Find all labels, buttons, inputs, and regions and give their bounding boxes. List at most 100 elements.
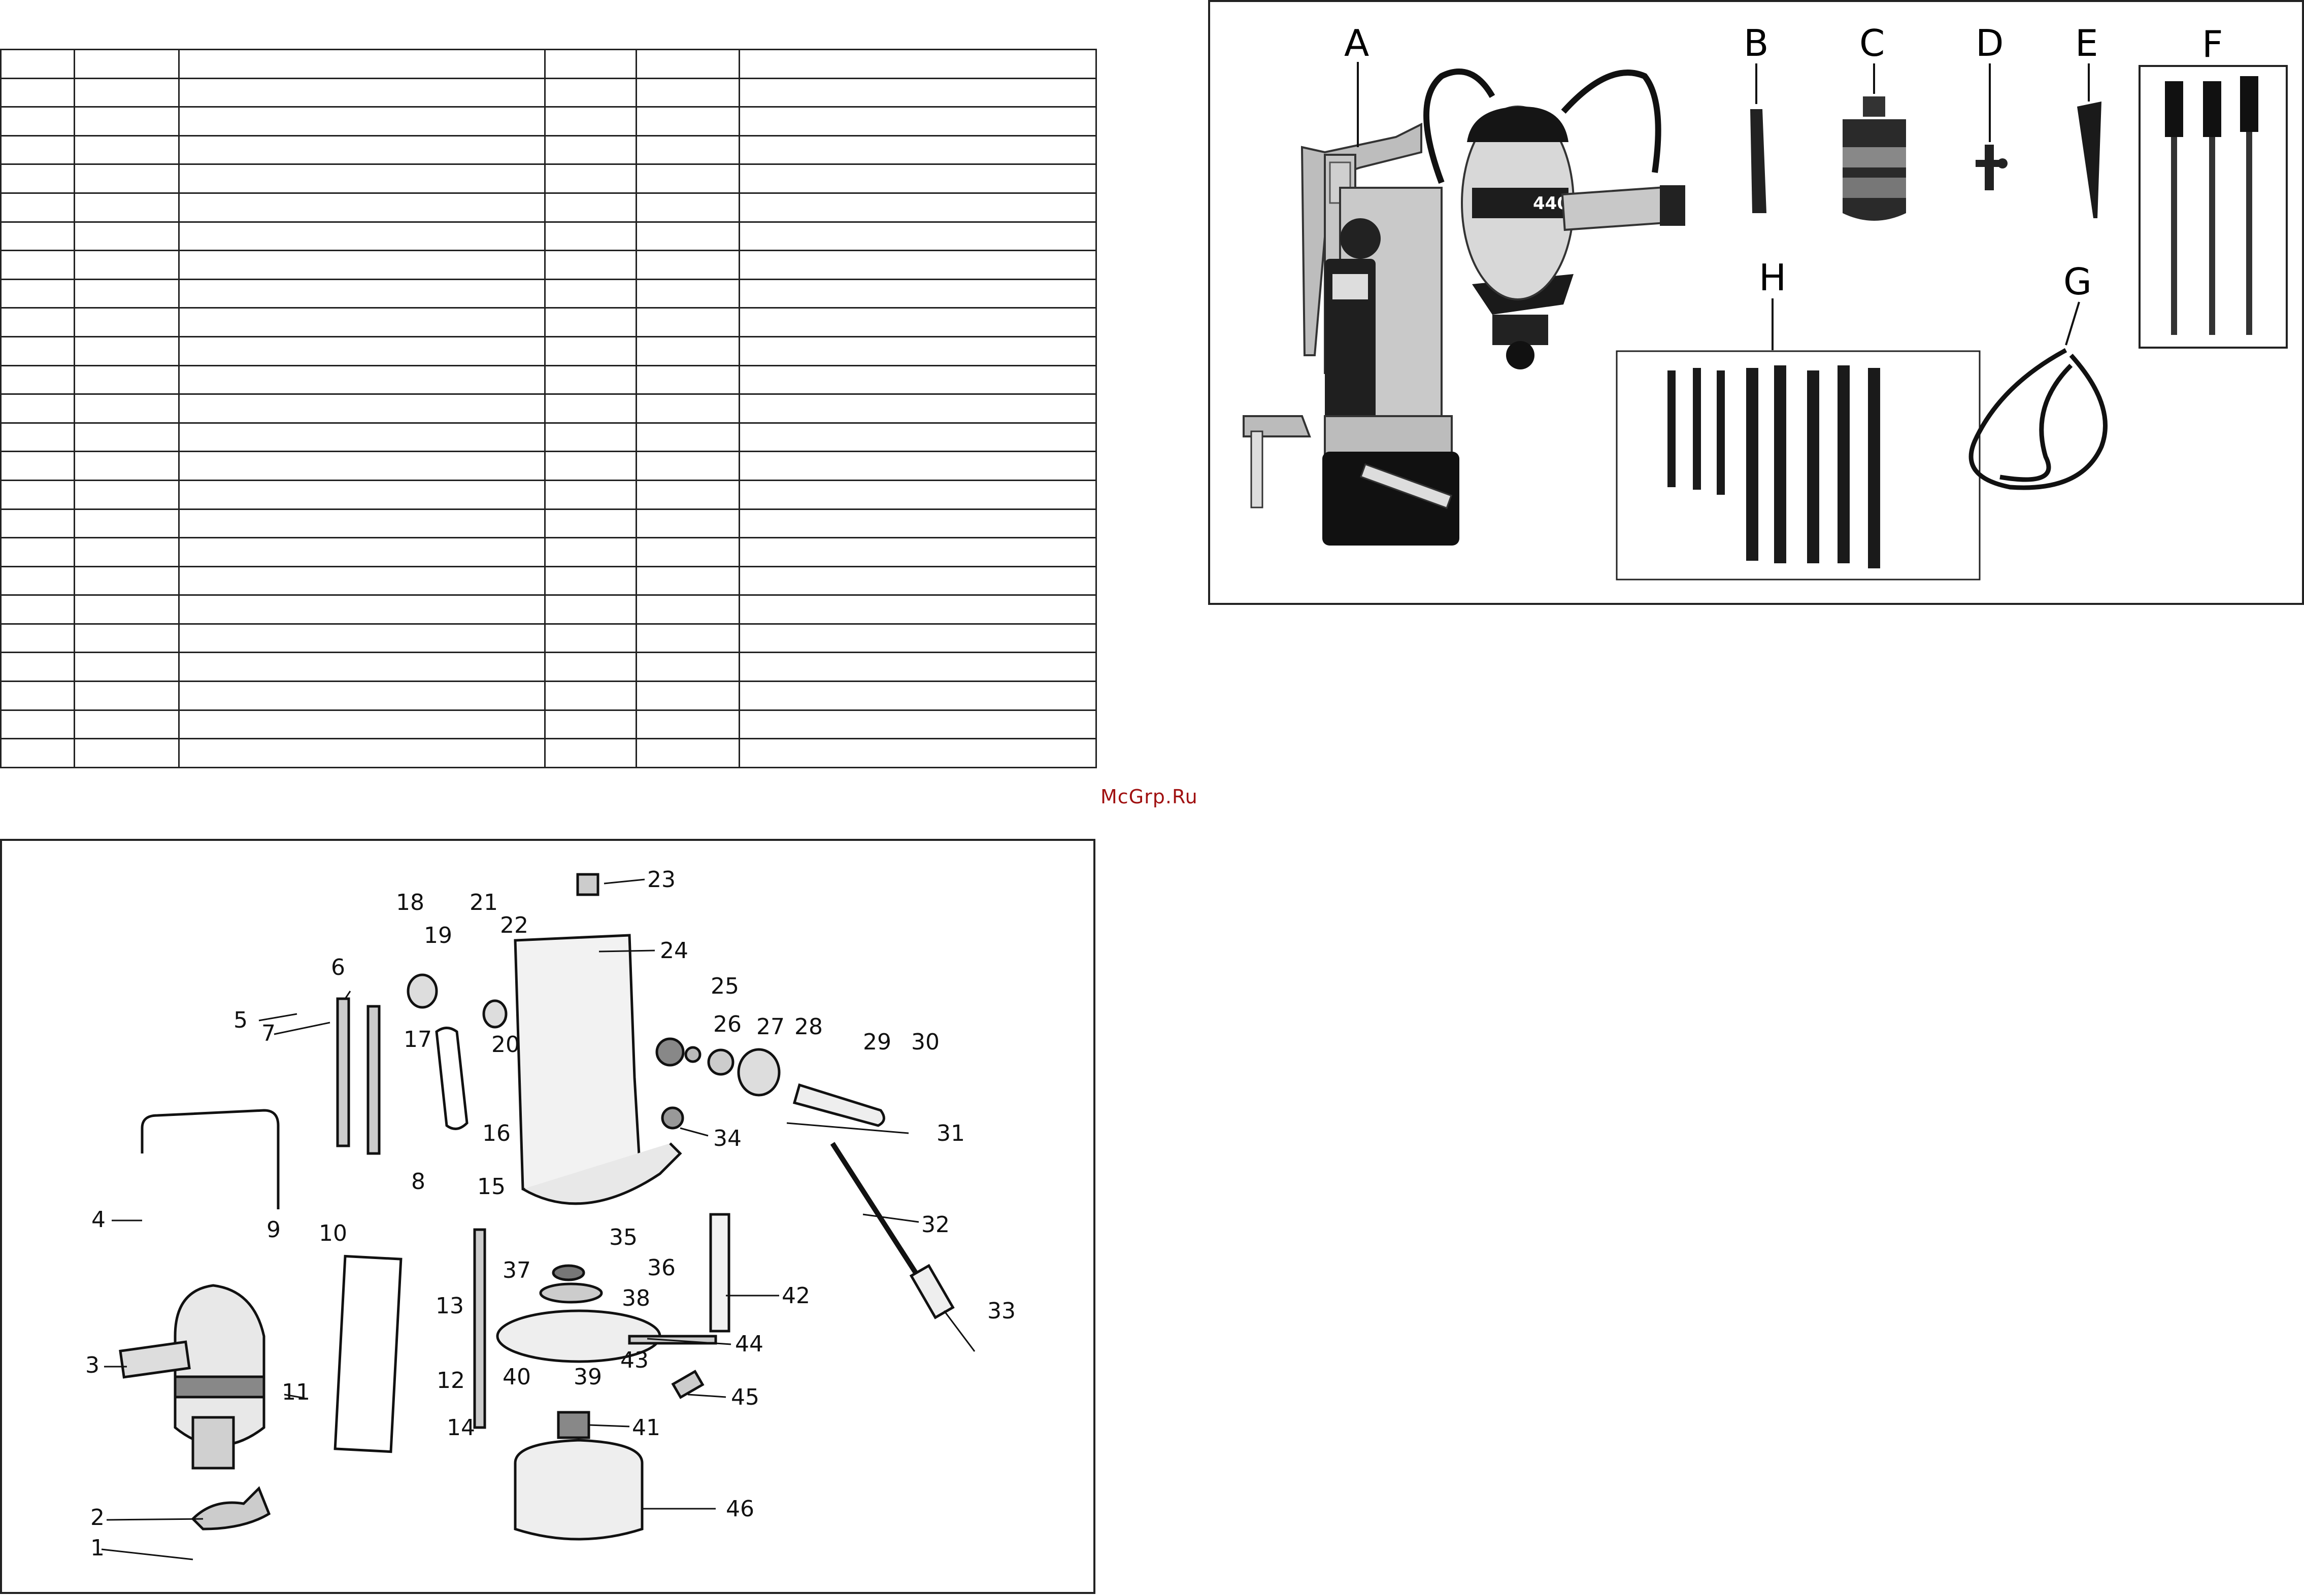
motor-band — [1472, 188, 1568, 218]
drill-chuck-icon — [1843, 96, 1906, 221]
table-row — [0, 335, 1097, 366]
table-cell — [636, 278, 740, 309]
table-cell — [0, 422, 75, 453]
part-3-handle — [119, 1340, 191, 1379]
power-cable-left — [1423, 69, 1495, 184]
table-cell — [636, 709, 740, 740]
table-cell — [544, 221, 637, 252]
table-cell — [0, 594, 75, 625]
table-cell — [636, 422, 740, 453]
label-d: D — [1976, 22, 2004, 64]
callout-7: 7 — [261, 1021, 276, 1046]
part-20-bush — [482, 999, 508, 1029]
callout-10: 10 — [319, 1220, 347, 1246]
part-4-handle — [141, 1109, 280, 1209]
table-row — [0, 250, 1097, 280]
table-cell — [636, 508, 740, 539]
callout-30: 30 — [911, 1029, 940, 1055]
table-cell — [0, 221, 75, 252]
table-cell — [178, 393, 546, 424]
table-cell — [74, 307, 180, 337]
table-cell — [0, 163, 75, 194]
table-cell — [74, 192, 180, 223]
table-cell — [178, 537, 546, 567]
table-row — [0, 451, 1097, 481]
callout-38: 38 — [622, 1285, 650, 1311]
table-cell — [74, 163, 180, 194]
leader-lines — [101, 878, 976, 1560]
table-cell — [74, 565, 180, 596]
callout-42: 42 — [782, 1283, 810, 1309]
table-cell — [636, 335, 740, 366]
table-cell — [739, 307, 1097, 337]
callout-40: 40 — [503, 1364, 531, 1390]
callout-23: 23 — [647, 867, 676, 893]
exploded-parts-diagram: 1 2 3 4 5 6 7 8 9 10 11 12 13 14 15 16 1… — [0, 839, 1095, 1594]
base-handle — [1360, 463, 1452, 509]
table-row — [0, 192, 1097, 223]
parts-table-body — [0, 49, 1097, 768]
table-cell — [544, 335, 637, 366]
magnetic-drill-machine: 440 — [1243, 69, 1685, 546]
table-cell — [178, 192, 546, 223]
table-cell — [178, 709, 546, 740]
table-cell — [178, 422, 546, 453]
label-e: E — [2075, 22, 2098, 64]
table-cell — [544, 134, 637, 165]
table-row — [0, 307, 1097, 337]
table-cell — [544, 537, 637, 567]
motor-band — [174, 1375, 265, 1399]
table-row — [0, 221, 1097, 252]
table-cell — [636, 307, 740, 337]
table-row — [0, 163, 1097, 194]
table-cell — [544, 192, 637, 223]
table-cell — [0, 681, 75, 711]
table-row — [0, 134, 1097, 165]
callout-24: 24 — [660, 938, 688, 964]
part-37-nut — [552, 1264, 585, 1281]
table-cell — [544, 250, 637, 280]
table-cell — [636, 393, 740, 424]
table-cell — [178, 335, 546, 366]
table-cell — [74, 49, 180, 79]
watermark-text: McGrp.Ru — [1100, 786, 1198, 808]
table-cell — [178, 681, 546, 711]
table-cell — [0, 709, 75, 740]
table-cell — [636, 738, 740, 768]
table-cell — [0, 393, 75, 424]
safety-rope-icon — [1968, 348, 2108, 490]
table-row — [0, 393, 1097, 424]
table-cell — [544, 565, 637, 596]
table-cell — [74, 221, 180, 252]
callout-14: 14 — [447, 1415, 475, 1441]
table-cell — [636, 106, 740, 137]
parts-table — [0, 49, 1097, 768]
handle-grip — [1660, 185, 1685, 226]
spindle — [1506, 341, 1534, 369]
drill-bits-box — [1616, 350, 1981, 581]
callout-25: 25 — [711, 973, 739, 999]
part-6-gib — [336, 997, 350, 1147]
part-11-plate — [333, 1254, 403, 1453]
table-cell — [74, 709, 180, 740]
table-cell — [178, 49, 546, 79]
table-row — [0, 106, 1097, 137]
table-row — [0, 652, 1097, 683]
table-cell — [544, 393, 637, 424]
table-cell — [739, 134, 1097, 165]
motor-spindle — [191, 1416, 235, 1470]
table-cell — [74, 77, 180, 108]
table-cell — [0, 451, 75, 481]
table-cell — [544, 594, 637, 625]
callout-34: 34 — [713, 1126, 742, 1151]
table-cell — [544, 479, 637, 510]
table-cell — [636, 192, 740, 223]
table-cell — [636, 623, 740, 654]
table-cell — [544, 681, 637, 711]
callout-12: 12 — [437, 1368, 465, 1394]
drift-wedge-icon — [2077, 101, 2101, 218]
label-a: A — [1344, 22, 1369, 64]
callout-8: 8 — [411, 1169, 425, 1195]
table-cell — [544, 77, 637, 108]
table-cell — [739, 393, 1097, 424]
